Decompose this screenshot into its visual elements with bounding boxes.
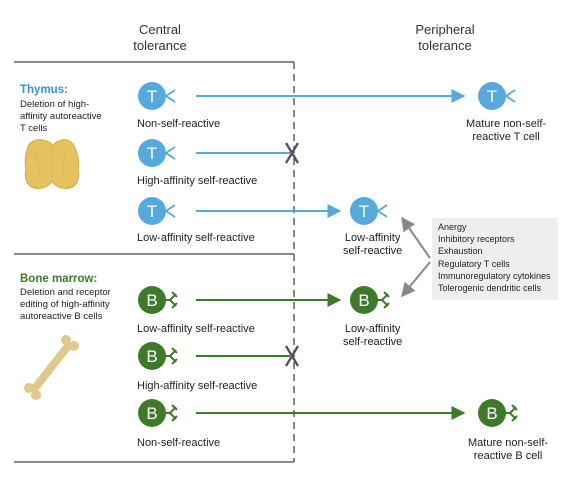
mechanism-item: Anergy xyxy=(438,222,467,232)
b-mature-label: Mature non-self- reactive B cell xyxy=(468,437,549,462)
arrow-mech-to-t xyxy=(401,216,431,259)
bone-icon xyxy=(24,335,79,400)
t-low-periph-cell-icon: T xyxy=(350,197,388,225)
b-low-periph-label: Low-affinity self-reactive xyxy=(343,323,403,348)
cell-letter: T xyxy=(147,144,157,163)
t-mature-label: Mature non-self- reactive T cell xyxy=(466,118,547,143)
t-row-label: Low-affinity self-reactive xyxy=(137,232,255,244)
t-cell-icon: T xyxy=(138,139,176,167)
header-peripheral: Peripheral tolerance xyxy=(415,22,475,53)
cell-letter: T xyxy=(487,87,497,106)
cell-letter: B xyxy=(146,347,157,366)
mechanism-item: Exhaustion xyxy=(438,246,483,257)
t-cell-icon: T xyxy=(138,82,176,110)
bone-marrow-title: Bone marrow: xyxy=(20,273,98,285)
b-cell-icon: B xyxy=(138,286,178,314)
mechanism-item: Immunoregulatory cytokines xyxy=(438,270,551,281)
b-mature-cell-icon: B xyxy=(478,399,518,427)
mechanism-item: Regulatory T cells xyxy=(438,258,510,269)
block-x-b-icon xyxy=(284,345,300,367)
t-row-label: High-affinity self-reactive xyxy=(137,175,258,187)
cell-letter: B xyxy=(146,291,157,310)
bone-marrow-description: Deletion and receptor editing of high-af… xyxy=(20,287,111,322)
thymus-description: Deletion of high- affinity autoreactive … xyxy=(20,99,102,134)
cell-letter: B xyxy=(486,404,497,423)
block-x-t-icon xyxy=(284,142,300,164)
header-central: Central tolerance xyxy=(133,22,187,53)
t-low-periph-label: Low-affinity self-reactive xyxy=(343,232,403,257)
thymus-title: Thymus: xyxy=(20,84,68,96)
cell-letter: T xyxy=(147,87,157,106)
b-row-label: High-affinity self-reactive xyxy=(137,380,258,392)
section-frame xyxy=(14,61,295,463)
cell-letter: T xyxy=(359,202,369,221)
mechanism-item: Inhibitory receptors xyxy=(438,234,515,245)
cell-letter: T xyxy=(147,202,157,221)
t-mature-cell-icon: T xyxy=(478,82,516,110)
b-low-periph-cell-icon: B xyxy=(350,286,390,314)
mechanism-item: Tolerogenic dendritic cells xyxy=(438,283,542,294)
arrow-mech-to-b xyxy=(401,261,431,298)
cell-letter: B xyxy=(146,404,157,423)
b-row-label: Non-self-reactive xyxy=(137,437,221,449)
t-row-label: Non-self-reactive xyxy=(137,118,221,130)
cell-letter: B xyxy=(358,291,369,310)
b-cell-icon: B xyxy=(138,342,178,370)
tolerance-mechanisms-box: Anergy Inhibitory receptors Exhaustion R… xyxy=(432,218,558,300)
b-row-label: Low-affinity self-reactive xyxy=(137,323,255,335)
b-cell-icon: B xyxy=(138,399,178,427)
t-cell-icon: T xyxy=(138,197,176,225)
